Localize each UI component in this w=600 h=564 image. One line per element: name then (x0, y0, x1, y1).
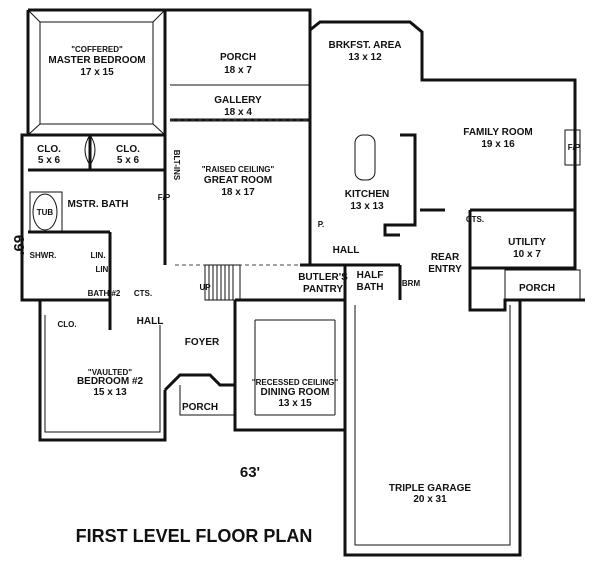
mstr-bath-name: MSTR. BATH (68, 199, 129, 210)
up-label: UP (199, 283, 211, 292)
porch-top-name: PORCH (220, 52, 256, 63)
bedroom2-name: BEDROOM #2 (77, 376, 144, 387)
garage-name: TRIPLE GARAGE (389, 483, 472, 494)
gallery-size: 18 x 4 (224, 107, 252, 118)
family-room-size: 19 x 16 (481, 139, 515, 150)
great-room-note: "RAISED CEILING" (202, 165, 275, 174)
bltins-label: BLT-INS (172, 150, 181, 181)
dining-size: 13 x 15 (278, 398, 312, 409)
brm-label: BRM (402, 279, 421, 288)
clo-left-name: CLO. (37, 144, 61, 155)
hall-center: HALL (333, 245, 360, 256)
depth-dimension: 69' (10, 235, 27, 255)
cts-label: CTS. (134, 289, 152, 298)
exterior-walls (20, 8, 585, 557)
brkfst-name: BRKFST. AREA (329, 40, 402, 51)
plan-title: FIRST LEVEL FLOOR PLAN (76, 526, 313, 546)
clo-right-size: 5 x 6 (117, 155, 140, 166)
porch-top-size: 18 x 7 (224, 65, 252, 76)
great-room-size: 18 x 17 (221, 187, 255, 198)
kitchen-name: KITCHEN (345, 189, 389, 200)
dining-note: "RECESSED CEILING" (252, 378, 338, 387)
garage-size: 20 x 31 (413, 494, 447, 505)
butlers-line1: BUTLER'S (298, 272, 348, 283)
master-bedroom-size: 17 x 15 (80, 67, 114, 78)
master-bedroom-note: "COFFERED" (71, 45, 123, 54)
rear-entry-line1: REAR (431, 252, 460, 263)
utility-size: 10 x 7 (513, 249, 541, 260)
kitchen-size: 13 x 13 (350, 201, 384, 212)
width-dimension: 63' (240, 464, 260, 481)
half-bath-line2: BATH (356, 282, 383, 293)
rear-entry-line2: ENTRY (428, 264, 462, 275)
porch-front-name: PORCH (182, 402, 218, 413)
lin1-label: LIN. (90, 251, 105, 260)
brkfst-size: 13 x 12 (348, 52, 382, 63)
cts-util-label: CTS. (466, 215, 484, 224)
stairs (204, 264, 241, 301)
hall-left: HALL (137, 316, 164, 327)
room-labels: "COFFERED" MASTER BEDROOM 17 x 15 PORCH … (30, 40, 581, 505)
lin2-label: LIN. (95, 265, 110, 274)
fp1-label: F/P (158, 193, 171, 202)
great-room-name: GREAT ROOM (204, 175, 272, 186)
gallery-name: GALLERY (214, 95, 262, 106)
bedroom2-note: "VAULTED" (88, 368, 132, 377)
foyer-name: FOYER (185, 337, 220, 348)
half-bath-line1: HALF (357, 270, 384, 281)
butlers-line2: PANTRY (303, 284, 343, 295)
family-room-name: FAMILY ROOM (463, 127, 532, 138)
tub-label: TUB (37, 208, 54, 217)
dining-name: DINING ROOM (261, 387, 330, 398)
clo-right-name: CLO. (116, 144, 140, 155)
clo-bed2-label: CLO. (57, 320, 76, 329)
clo-left-size: 5 x 6 (38, 155, 61, 166)
bedroom2-size: 15 x 13 (93, 387, 127, 398)
fp2-label: F/P (568, 143, 581, 152)
bath2-label: BATH #2 (88, 289, 121, 298)
p-label: P. (318, 220, 325, 229)
utility-name: UTILITY (508, 237, 546, 248)
shwr-label: SHWR. (30, 251, 57, 260)
master-bedroom-name: MASTER BEDROOM (48, 55, 145, 66)
porch-right-name: PORCH (519, 283, 555, 294)
